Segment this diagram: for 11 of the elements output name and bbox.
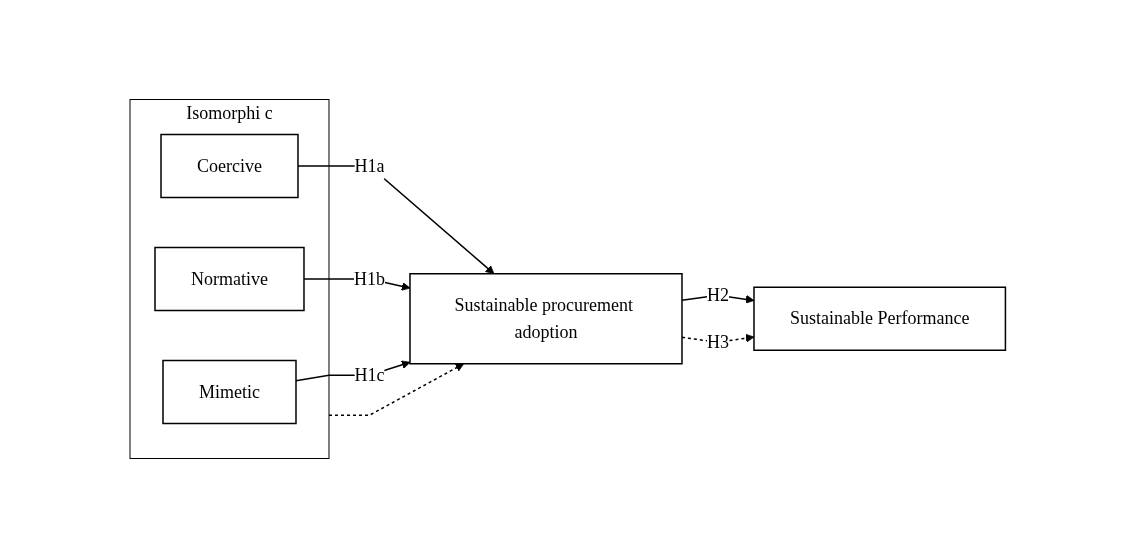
- edge-label: H1b: [353, 268, 385, 289]
- edge-label: H1c: [354, 364, 385, 385]
- edge-label: H1a: [354, 155, 385, 176]
- node-box: Normative: [154, 246, 305, 312]
- node-box: Coercive: [160, 133, 299, 199]
- node-box: Sustainable procurement adoption: [409, 273, 683, 365]
- arrow: [328, 363, 464, 416]
- edge-label: H3: [706, 331, 729, 352]
- node-box: Mimetic: [162, 359, 297, 425]
- node-box: Sustainable Performance: [753, 286, 1006, 351]
- edge-label: H2: [706, 284, 729, 305]
